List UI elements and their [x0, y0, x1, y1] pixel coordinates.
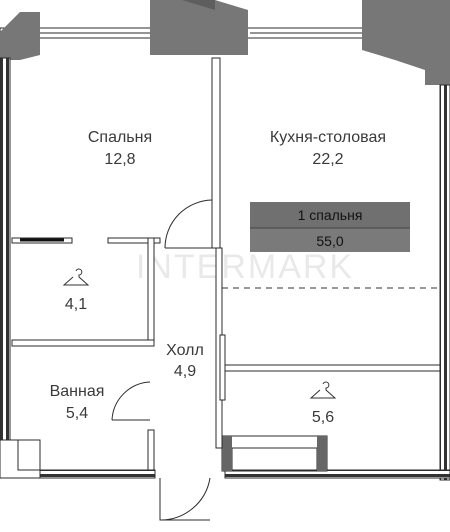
summary-rooms-label: 1 спальня — [298, 207, 363, 223]
interior-walls — [11, 57, 441, 471]
outer-walls — [0, 0, 450, 481]
room-labels: Спальня 12,8 Кухня-столовая 22,2 4,1 Хол… — [50, 129, 386, 426]
room-area-kitchen: 22,2 — [312, 151, 343, 168]
room-area-wardrobe-1: 4,1 — [65, 296, 87, 313]
hanger-icon — [62, 268, 90, 286]
room-name-bedroom: Спальня — [88, 129, 152, 146]
room-name-hall: Холл — [166, 342, 204, 359]
summary-total-area: 55,0 — [316, 233, 343, 249]
apartment-summary: 1 спальня 55,0 — [250, 202, 410, 252]
summary-area-box — [250, 228, 410, 252]
watermark: INTERMARK — [136, 248, 354, 286]
doors — [111, 199, 213, 521]
room-name-kitchen: Кухня-столовая — [270, 129, 386, 146]
room-name-bathroom: Ванная — [50, 383, 105, 400]
room-area-bedroom: 12,8 — [104, 151, 135, 168]
summary-rooms-box — [250, 202, 410, 228]
room-area-wardrobe-2: 5,6 — [312, 409, 334, 426]
room-area-hall: 4,9 — [174, 363, 196, 380]
room-area-bathroom: 5,4 — [66, 405, 88, 422]
hanger-icon — [309, 381, 337, 399]
